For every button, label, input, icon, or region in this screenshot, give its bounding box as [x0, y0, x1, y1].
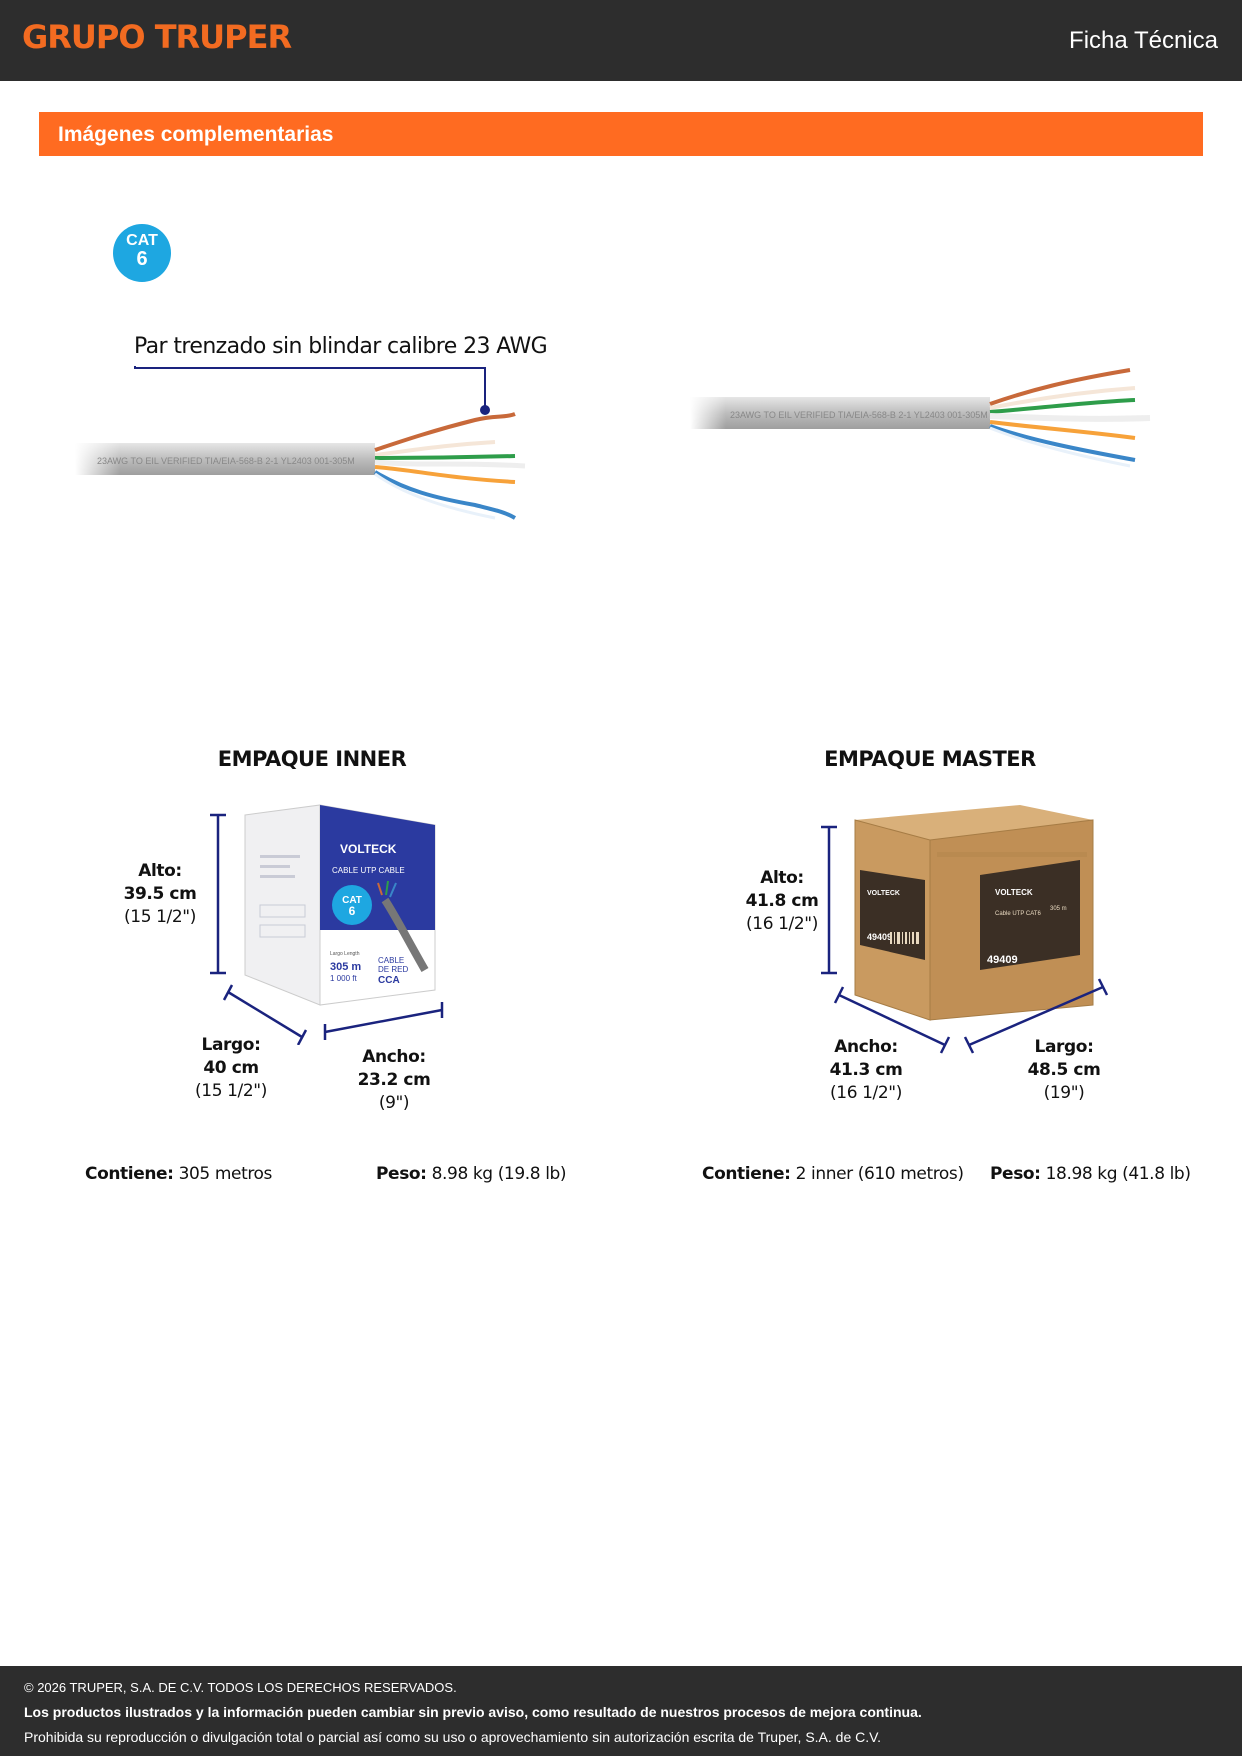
footer-notice: Los productos ilustrados y la informació…: [24, 1704, 922, 1720]
footer-copyright: © 2026 TRUPER, S.A. DE C.V. TODOS LOS DE…: [24, 1680, 457, 1695]
document-type: Ficha Técnica: [1069, 27, 1218, 54]
master-largo-inches: (19"): [1043, 1083, 1085, 1103]
cable-print-right: 23AWG TO EIL VERIFIED TIA/EIA-568-B 2-1 …: [730, 410, 988, 420]
inner-contents: Contiene: 305 metros: [85, 1164, 272, 1184]
inner-box-image: VOLTECK CABLE UTP CABLE CAT 6 Largo Leng…: [244, 804, 436, 1006]
master-alto-label: Alto:: [760, 868, 804, 888]
inner-box-brand: VOLTECK: [340, 842, 397, 856]
inner-ancho-inches: (9"): [378, 1093, 410, 1113]
master-weight-label: Peso:: [990, 1164, 1041, 1184]
inner-title: EMPAQUE INNER: [217, 747, 407, 771]
master-weight: Peso: 18.98 kg (41.8 lb): [990, 1164, 1191, 1184]
master-box-brand-right: VOLTECK: [995, 888, 1033, 897]
master-box-code-left: 49409: [867, 932, 892, 942]
master-title: EMPAQUE MASTER: [824, 747, 1036, 771]
inner-box-length-m: 305 m: [330, 961, 361, 973]
cable-print-left: 23AWG TO EIL VERIFIED TIA/EIA-568-B 2-1 …: [97, 456, 355, 466]
inner-weight-label: Peso:: [376, 1164, 427, 1184]
inner-box-length-label: Largo Length: [330, 951, 360, 957]
master-largo-label: Largo:: [1034, 1037, 1094, 1057]
section-title: Imágenes complementarias: [58, 123, 334, 146]
inner-ancho-label: Ancho:: [362, 1047, 426, 1067]
inner-weight-value: 8.98 kg (19.8 lb): [431, 1164, 567, 1184]
master-contents: Contiene: 2 inner (610 metros): [702, 1164, 964, 1184]
inner-weight: Peso: 8.98 kg (19.8 lb): [376, 1164, 567, 1184]
master-ancho-label: Ancho:: [834, 1037, 898, 1057]
master-box-image: VOLTECK Cable UTP CAT6 305 m 49409 VOLTE…: [854, 805, 1094, 1021]
inner-box-desc2: DE RED: [378, 965, 408, 974]
master-ancho-inches: (16 1/2"): [830, 1083, 902, 1103]
inner-alto-inches: (15 1/2"): [124, 907, 196, 927]
callout-leader-line: [134, 366, 490, 415]
inner-box-desc3: CCA: [378, 975, 400, 986]
inner-dimension-lines: [210, 813, 444, 1045]
inner-box-cat1: CAT: [342, 895, 362, 906]
cable-image-left: 23AWG TO EIL VERIFIED TIA/EIA-568-B 2-1 …: [75, 412, 526, 520]
inner-alto: Alto: 39.5 cm (15 1/2"): [100, 860, 220, 929]
master-largo: Largo: 48.5 cm (19"): [1004, 1036, 1124, 1105]
master-box-brand-left: VOLTECK: [867, 890, 900, 897]
master-dimension-lines: [821, 825, 1109, 1054]
inner-alto-value: 39.5 cm: [123, 884, 197, 904]
master-largo-value: 48.5 cm: [1027, 1060, 1101, 1080]
footer-prohibition: Prohibida su reproducción o divulgación …: [24, 1729, 882, 1745]
inner-box-cat2: 6: [349, 904, 356, 918]
page-footer: © 2026 TRUPER, S.A. DE C.V. TODOS LOS DE…: [0, 1666, 1242, 1756]
master-weight-value: 18.98 kg (41.8 lb): [1045, 1164, 1191, 1184]
master-box-code-right: 49409: [987, 954, 1018, 966]
master-box-label: Cable UTP CAT6: [995, 911, 1041, 917]
inner-box-length-ft: 1 000 ft: [330, 974, 357, 983]
inner-ancho-value: 23.2 cm: [357, 1070, 431, 1090]
master-box-qty: 305 m: [1050, 906, 1067, 912]
cable-image-right: 23AWG TO EIL VERIFIED TIA/EIA-568-B 2-1 …: [690, 368, 1151, 468]
section-title-bar: Imágenes complementarias: [39, 112, 1203, 156]
cable-callout-text: Par trenzado sin blindar calibre 23 AWG: [134, 334, 548, 359]
inner-box-line: CABLE UTP CABLE: [332, 866, 405, 875]
cat-badge-line2: 6: [136, 248, 148, 270]
master-ancho-value: 41.3 cm: [829, 1060, 903, 1080]
brand-logo: GRUPO TRUPER: [22, 18, 292, 56]
master-alto-value: 41.8 cm: [745, 891, 819, 911]
inner-largo-label: Largo:: [201, 1035, 261, 1055]
inner-box-desc1: CABLE: [378, 956, 404, 965]
inner-largo-inches: (15 1/2"): [195, 1081, 267, 1101]
inner-alto-label: Alto:: [138, 861, 182, 881]
master-ancho: Ancho: 41.3 cm (16 1/2"): [806, 1036, 926, 1105]
cat-badge-line1: CAT: [126, 232, 158, 249]
inner-largo: Largo: 40 cm (15 1/2"): [171, 1034, 291, 1103]
master-contents-value: 2 inner (610 metros): [795, 1164, 964, 1184]
inner-ancho: Ancho: 23.2 cm (9"): [334, 1046, 454, 1115]
inner-contents-label: Contiene:: [85, 1164, 174, 1184]
page-header: GRUPO TRUPER Ficha Técnica: [0, 0, 1242, 81]
inner-largo-value: 40 cm: [203, 1058, 259, 1078]
inner-contents-value: 305 metros: [178, 1164, 273, 1184]
master-contents-label: Contiene:: [702, 1164, 791, 1184]
cat6-badge: CAT 6: [113, 224, 171, 282]
master-alto: Alto: 41.8 cm (16 1/2"): [722, 867, 842, 936]
master-alto-inches: (16 1/2"): [746, 914, 818, 934]
